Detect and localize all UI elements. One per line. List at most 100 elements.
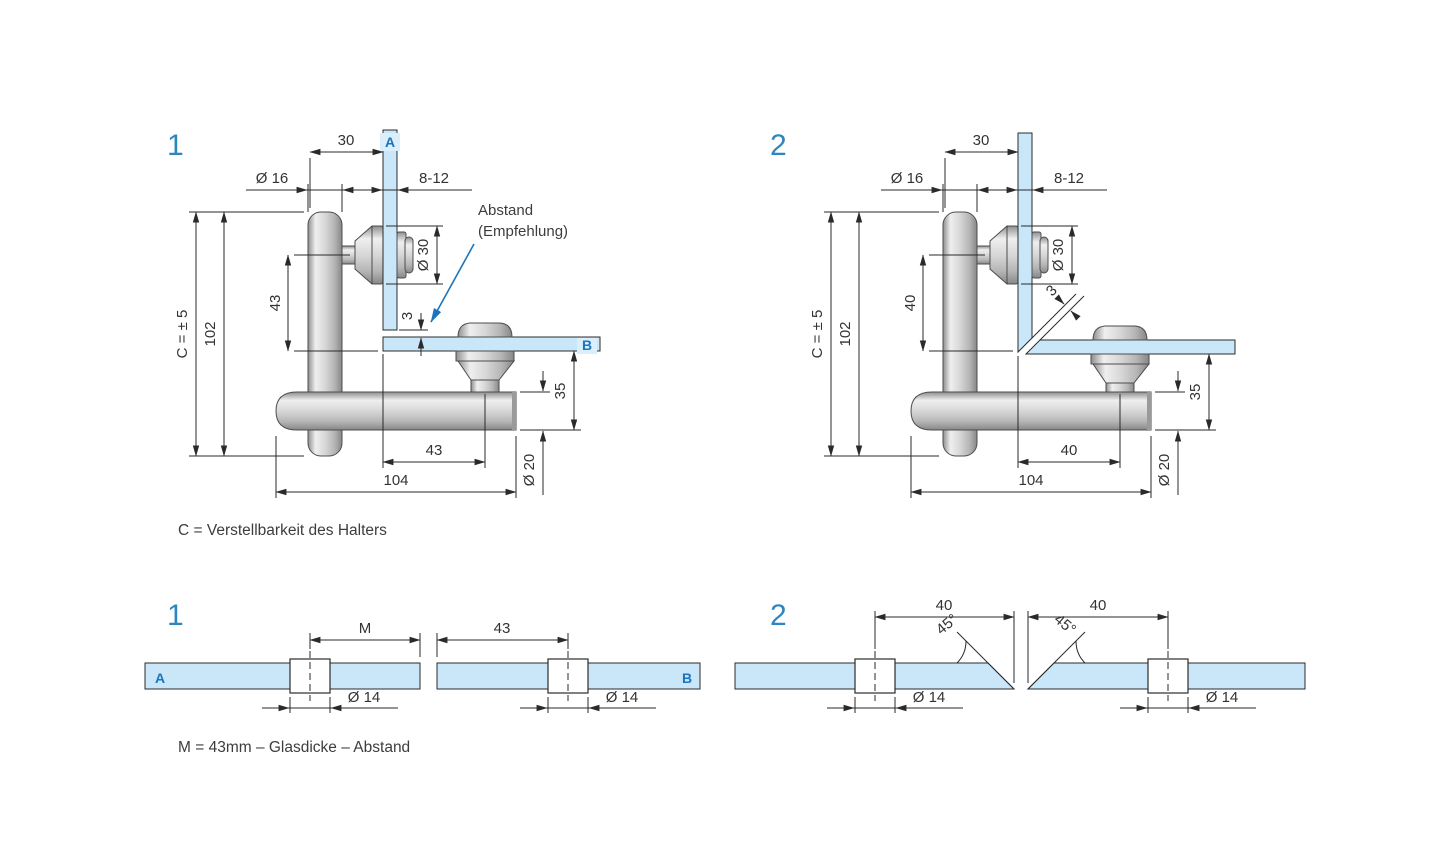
dim-label-3: 3 — [1043, 282, 1061, 300]
drawing-2-index: 2 — [770, 129, 787, 162]
dim-m: M — [309, 620, 421, 657]
dim-label-8-12: 8-12 — [419, 170, 449, 187]
glass-connector-a-cap — [1031, 231, 1049, 279]
arm-end-face — [512, 392, 516, 430]
dim-height-group: C = ± 5 102 — [174, 211, 304, 457]
dim-length: 104 — [275, 436, 517, 498]
dim-label-104: 104 — [383, 472, 408, 489]
miter-extension-b — [1027, 631, 1086, 690]
glass-panel-a — [382, 129, 398, 331]
annotation-line-2: (Empfehlung) — [478, 223, 568, 240]
dim-label-d20: Ø 20 — [1156, 454, 1173, 487]
glass-connector-a — [341, 224, 384, 286]
dim-label-d30: Ø 30 — [415, 239, 432, 272]
panel-a-label-chip — [380, 133, 400, 151]
horizontal-arm — [910, 391, 1152, 431]
glass-connector-a — [976, 224, 1019, 286]
dim-label-40v: 40 — [902, 295, 919, 312]
dim-label-d14a: Ø 14 — [913, 689, 946, 706]
miter-extension-a — [956, 631, 1015, 690]
angle-arc-a — [956, 640, 967, 664]
dim-label-30: 30 — [338, 132, 355, 149]
strip-a-label: A — [155, 670, 165, 686]
drawing-1-section: 1 A B — [167, 129, 601, 539]
dim-label-d14b: Ø 14 — [606, 689, 639, 706]
dim-offset-b: 43 — [436, 620, 569, 657]
glass-panel-b-mitered — [1024, 339, 1236, 355]
dim-label-40a: 40 — [936, 597, 953, 614]
glass-connector-b — [455, 322, 516, 393]
dim-label-d20: Ø 20 — [521, 454, 538, 487]
drawing-1-index: 1 — [167, 129, 184, 162]
dim-label-40b: 40 — [1090, 597, 1107, 614]
caption-m: M = 43mm – Glasdicke – Abstand — [178, 739, 410, 756]
dim-label-104: 104 — [1018, 472, 1043, 489]
drawing-2-section: 2 30 — [770, 129, 1236, 498]
dim-label-35: 35 — [1187, 384, 1204, 401]
dim-offset-a: 40 — [874, 597, 1015, 683]
dim-label-c: C = ± 5 — [174, 310, 191, 359]
panel-a-label: A — [385, 134, 395, 150]
annotation-arrow — [430, 243, 475, 323]
dim-post-dia-and-glass-thickness: Ø 16 8-12 — [881, 170, 1107, 212]
arm-end-face — [1147, 392, 1151, 430]
dim-hole-b: Ø 14 — [520, 689, 656, 713]
dim-label-30: 30 — [973, 132, 990, 149]
dim-axis-to-glass: 43 — [267, 254, 378, 352]
panel-b-label: B — [582, 337, 592, 353]
dim-glass-to-arm: 35 — [520, 350, 581, 431]
dim-label-43v: 43 — [267, 295, 284, 312]
dim-hole-b: Ø 14 — [1120, 689, 1256, 713]
angle-label-a: 45° — [933, 611, 961, 639]
horizontal-arm — [275, 391, 517, 431]
layout-1-index: 1 — [167, 599, 184, 632]
gap-annotation: Abstand (Empfehlung) — [430, 202, 568, 323]
dim-label-d14b: Ø 14 — [1206, 689, 1239, 706]
dim-label-3: 3 — [399, 312, 416, 320]
dim-label-40h: 40 — [1061, 442, 1078, 459]
dim-hole-a: Ø 14 — [827, 689, 963, 713]
dim-label-43h: 43 — [426, 442, 443, 459]
panel-layout-1-section: 1 A M Ø 14 B 43 — [144, 599, 701, 756]
dim-arm-dia: Ø 20 — [1155, 371, 1185, 495]
dim-disc-dia: Ø 30 — [1021, 225, 1078, 285]
panel-b-label-chip — [577, 338, 597, 354]
dim-label-d30: Ø 30 — [1050, 239, 1067, 272]
dim-label-43: 43 — [494, 620, 511, 637]
dim-gap-diagonal: 3 — [1031, 282, 1085, 341]
dim-axis-to-glass: 40 — [902, 254, 1013, 352]
dim-gap: 3 — [399, 312, 428, 356]
dim-post-dia-and-glass-thickness: Ø 16 8-12 — [246, 170, 472, 212]
glass-connector-b — [1090, 325, 1151, 393]
dim-label-35: 35 — [552, 383, 569, 400]
dim-hole-a: Ø 14 — [262, 689, 398, 713]
dim-label-d16: Ø 16 — [256, 170, 289, 187]
dim-label-d16: Ø 16 — [891, 170, 924, 187]
dim-label-8-12: 8-12 — [1054, 170, 1084, 187]
caption-c: C = Verstellbarkeit des Halters — [178, 522, 387, 539]
dim-label-d14a: Ø 14 — [348, 689, 381, 706]
dim-glass-to-axis: 40 — [1017, 356, 1121, 468]
glass-connector-a-cap — [396, 231, 414, 279]
dim-disc-dia: Ø 30 — [386, 225, 443, 285]
dim-label-m: M — [359, 620, 372, 637]
dim-label-102: 102 — [202, 321, 219, 346]
dim-arm-dia: Ø 20 — [520, 371, 550, 495]
strip-b-label: B — [682, 670, 692, 686]
dim-top-offset: 30 — [309, 132, 384, 208]
dim-label-c: C = ± 5 — [809, 310, 826, 359]
dim-length: 104 — [910, 436, 1152, 498]
panel-layout-2-section: 2 45° 40 Ø 14 45° — [734, 597, 1306, 713]
dim-label-102: 102 — [837, 321, 854, 346]
annotation-line-1: Abstand — [478, 202, 533, 219]
glass-panel-a-mitered — [1017, 132, 1033, 354]
layout-2-index: 2 — [770, 599, 787, 632]
dim-glass-to-axis: 43 — [382, 354, 486, 468]
angle-arc-b — [1075, 640, 1086, 664]
glass-strip-a — [144, 662, 421, 690]
glass-panel-b — [382, 336, 601, 352]
dim-top-offset: 30 — [944, 132, 1019, 208]
angle-label-b: 45° — [1051, 611, 1079, 639]
